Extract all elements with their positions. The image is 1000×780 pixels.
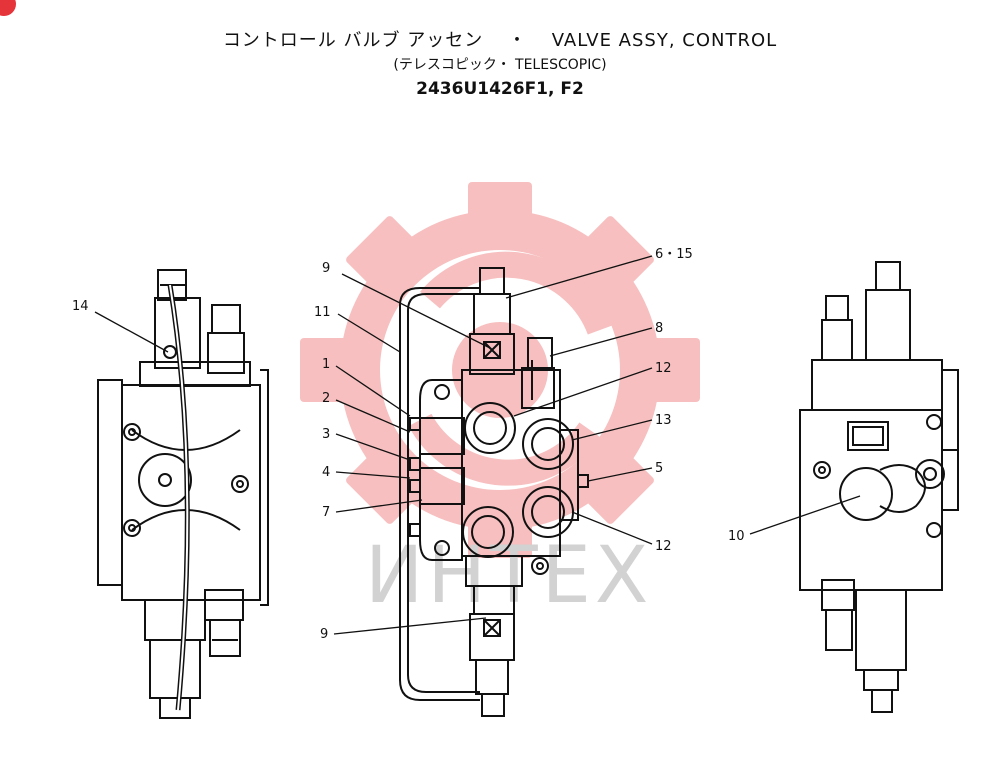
corner-logo-mark <box>0 0 16 16</box>
front-view-center <box>399 267 589 717</box>
callout-9-bottom: 9 <box>320 627 328 642</box>
callout-14: 14 <box>72 299 89 314</box>
callout-7: 7 <box>322 505 330 520</box>
callout-12-top: 12 <box>655 361 672 376</box>
side-view-left <box>97 269 269 719</box>
callout-6-15: 6・15 <box>655 247 693 262</box>
title-separator: ・ <box>508 30 527 51</box>
callout-11: 11 <box>314 305 331 320</box>
title-en: VALVE ASSY, CONTROL <box>551 30 778 51</box>
title-main: コントロール バルブ アッセン ・ VALVE ASSY, CONTROL <box>0 28 1000 54</box>
callout-9-top: 9 <box>322 261 330 276</box>
title-block: コントロール バルブ アッセン ・ VALVE ASSY, CONTROL (テ… <box>0 28 1000 102</box>
callout-10: 10 <box>728 529 745 544</box>
callout-12-bottom: 12 <box>655 539 672 554</box>
title-variant: (テレスコピック・ TELESCOPIC) <box>393 57 607 73</box>
callout-3: 3 <box>322 427 330 442</box>
side-view-right <box>799 261 959 713</box>
callout-8: 8 <box>655 321 663 336</box>
callout-1: 1 <box>322 357 330 372</box>
callout-2: 2 <box>322 391 330 406</box>
callout-13: 13 <box>655 413 672 428</box>
watermark-text: ИНТЕХ <box>365 531 652 621</box>
callout-5: 5 <box>655 461 663 476</box>
leader-lines <box>94 255 861 635</box>
callout-4: 4 <box>322 465 330 480</box>
title-part-number: 2436U1426F1, F2 <box>416 79 584 99</box>
callout-labels: 14 9 11 1 2 3 4 7 9 6・15 8 12 13 5 12 10 <box>72 247 745 642</box>
title-jp: コントロール バルブ アッセン <box>222 30 484 51</box>
